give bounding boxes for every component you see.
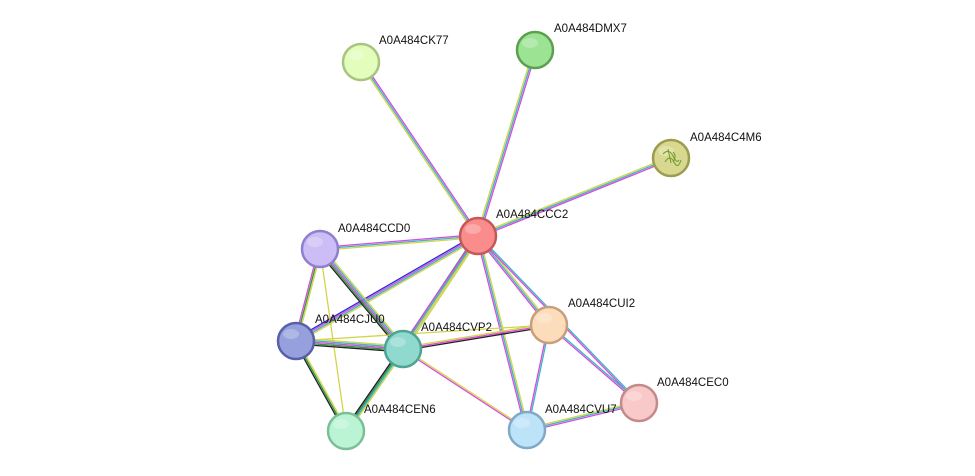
edge-evidence-line bbox=[295, 324, 550, 342]
node-A0A484CVP2[interactable]: A0A484CVP2 bbox=[383, 322, 492, 369]
edge-evidence-line bbox=[319, 248, 404, 350]
node-A0A484CUI2[interactable]: A0A484CUI2 bbox=[529, 298, 635, 345]
edge-evidence-line bbox=[477, 49, 536, 237]
node-circle[interactable] bbox=[529, 305, 569, 345]
node-A0A484C4M6[interactable]: A0A484C4M6 bbox=[651, 132, 762, 178]
node-circle[interactable] bbox=[326, 411, 366, 451]
edge-evidence-line bbox=[402, 347, 529, 431]
node-A0A484CCD0[interactable]: A0A484CCD0 bbox=[300, 223, 410, 269]
edge-evidence-line bbox=[317, 250, 402, 352]
edge-evidence-line bbox=[361, 60, 480, 236]
edge-evidence-line bbox=[294, 233, 478, 340]
edge-A0A484CCC2-A0A484CCD0[interactable] bbox=[319, 233, 479, 252]
node-label: A0A484CJU0 bbox=[315, 314, 385, 326]
node-highlight bbox=[626, 391, 642, 401]
edge-evidence-line bbox=[319, 235, 479, 250]
edge-evidence-line bbox=[402, 324, 550, 350]
structure-stroke bbox=[662, 150, 680, 162]
edge-evidence-line bbox=[402, 325, 550, 352]
edge-evidence-line bbox=[321, 246, 406, 348]
edge-evidence-line bbox=[404, 236, 481, 351]
edge-evidence-line bbox=[296, 237, 480, 344]
node-circle[interactable] bbox=[276, 321, 316, 361]
edge-evidence-line bbox=[320, 247, 405, 349]
node-highlight bbox=[514, 418, 530, 428]
node-label: A0A484CK77 bbox=[379, 35, 449, 47]
node-highlight bbox=[522, 38, 538, 48]
edge-evidence-line bbox=[547, 324, 640, 405]
edge-evidence-line bbox=[360, 61, 479, 237]
edge-evidence-line bbox=[476, 155, 672, 236]
structure-stroke bbox=[667, 148, 672, 164]
edge-evidence-line bbox=[319, 233, 479, 249]
edge-evidence-line bbox=[526, 403, 641, 433]
node-circle[interactable] bbox=[458, 216, 498, 256]
structure-stroke bbox=[672, 151, 676, 163]
node-circle[interactable] bbox=[619, 383, 659, 423]
edge-A0A484CCC2-A0A484C4M6[interactable] bbox=[476, 155, 673, 239]
edge-evidence-line bbox=[548, 323, 641, 404]
edge-evidence-line bbox=[294, 234, 479, 342]
node-A0A484CEN6[interactable]: A0A484CEN6 bbox=[326, 404, 436, 451]
node-circle[interactable] bbox=[300, 229, 340, 269]
node-label: A0A484CEN6 bbox=[364, 404, 436, 416]
node-highlight bbox=[333, 419, 349, 429]
node-label: A0A484CVP2 bbox=[421, 322, 492, 334]
edge-A0A484CUI2-A0A484CEC0[interactable] bbox=[547, 323, 641, 405]
protein-structure-icon bbox=[662, 148, 682, 166]
node-label: A0A484DMX7 bbox=[554, 23, 627, 35]
node-circle[interactable] bbox=[515, 30, 555, 70]
edge-A0A484CCC2-A0A484CJU0[interactable] bbox=[294, 233, 480, 344]
edge-evidence-line bbox=[401, 348, 528, 432]
node-highlight bbox=[283, 329, 299, 339]
edge-A0A484CCC2-A0A484CK77[interactable] bbox=[359, 60, 480, 238]
node-highlight bbox=[536, 313, 552, 323]
node-label: A0A484CUI2 bbox=[568, 298, 635, 310]
edge-A0A484CVP2-A0A484CVU7[interactable] bbox=[401, 347, 529, 432]
edge-evidence-line bbox=[318, 249, 403, 351]
edge-evidence-line bbox=[319, 248, 347, 432]
node-highlight bbox=[465, 224, 481, 234]
structure-stroke bbox=[664, 157, 682, 166]
edge-evidence-line bbox=[319, 236, 479, 252]
edge-A0A484CCC2-A0A484DMX7[interactable] bbox=[475, 48, 538, 238]
edge-evidence-line bbox=[295, 235, 480, 343]
node-A0A484CCC2[interactable]: A0A484CCC2 bbox=[458, 209, 568, 256]
node-circle[interactable] bbox=[507, 410, 547, 450]
node-A0A484CK77[interactable]: A0A484CK77 bbox=[341, 35, 449, 82]
node-label: A0A484CVU7 bbox=[545, 404, 617, 416]
edge-evidence-line bbox=[402, 322, 550, 349]
node-circle[interactable] bbox=[341, 42, 381, 82]
edge-evidence-line bbox=[475, 48, 535, 237]
node-highlight bbox=[307, 237, 323, 247]
edge-evidence-line bbox=[477, 157, 672, 237]
node-A0A484CEC0[interactable]: A0A484CEC0 bbox=[619, 377, 729, 423]
edge-A0A484CVP2-A0A484CUI2[interactable] bbox=[402, 322, 550, 352]
nodes-layer: A0A484CCC2 A0A484CK77 A0A484DMX7A0A484C4M6… bbox=[276, 23, 762, 451]
edge-A0A484CCD0-A0A484CVP2[interactable] bbox=[317, 246, 406, 352]
node-highlight bbox=[348, 50, 364, 60]
edge-evidence-line bbox=[359, 62, 478, 238]
edge-evidence-line bbox=[478, 49, 538, 238]
node-label: A0A484C4M6 bbox=[690, 132, 762, 144]
edge-evidence-line bbox=[525, 400, 640, 430]
node-highlight bbox=[658, 146, 674, 156]
edge-A0A484CJU0-A0A484CUI2[interactable] bbox=[295, 324, 550, 342]
node-A0A484CJU0[interactable]: A0A484CJU0 bbox=[276, 314, 385, 361]
edge-evidence-line bbox=[477, 158, 673, 239]
node-label: A0A484CEC0 bbox=[657, 377, 729, 389]
node-highlight bbox=[390, 337, 406, 347]
node-A0A484DMX7[interactable]: A0A484DMX7 bbox=[515, 23, 627, 70]
node-A0A484CVU7[interactable]: A0A484CVU7 bbox=[507, 404, 617, 450]
node-circle[interactable] bbox=[383, 329, 423, 369]
node-label: A0A484CCD0 bbox=[338, 223, 410, 235]
edge-A0A484CCD0-A0A484CEN6[interactable] bbox=[319, 248, 347, 432]
node-label: A0A484CCC2 bbox=[496, 209, 568, 221]
